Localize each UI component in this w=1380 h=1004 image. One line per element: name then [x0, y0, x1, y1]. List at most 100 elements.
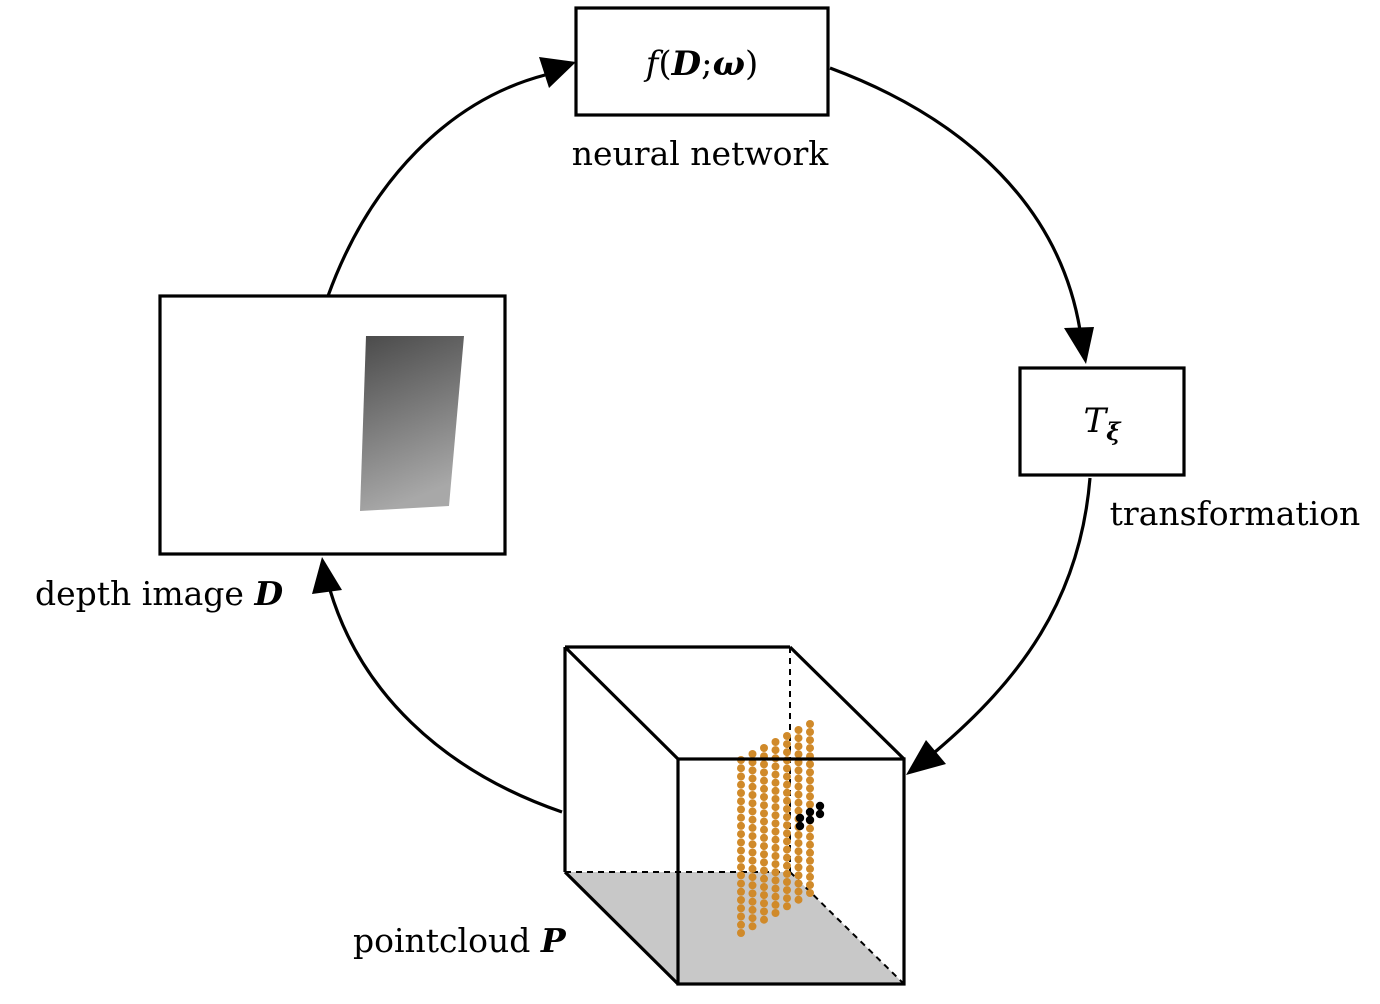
point — [737, 813, 745, 822]
point — [748, 823, 757, 832]
point — [771, 795, 780, 803]
point — [783, 780, 791, 789]
point — [771, 868, 780, 877]
formula-omega: ω — [713, 44, 745, 84]
point — [737, 896, 745, 904]
point — [794, 734, 803, 743]
point — [737, 805, 745, 814]
pointcloud-floor — [565, 872, 904, 984]
point — [806, 784, 814, 793]
point — [760, 915, 768, 924]
point — [783, 732, 791, 740]
point — [748, 815, 757, 824]
point — [737, 929, 745, 937]
point — [748, 848, 757, 857]
point — [760, 801, 768, 810]
depth-image-object — [360, 336, 464, 511]
point — [771, 835, 780, 844]
point — [783, 894, 791, 903]
pointcloud-node: pointcloud P — [353, 645, 906, 986]
point — [748, 774, 757, 783]
point — [760, 891, 768, 900]
point — [806, 872, 814, 881]
transformation-box — [1018, 366, 1186, 477]
point — [783, 869, 791, 878]
transformation-formula: Tξ — [1084, 401, 1123, 446]
point — [783, 861, 791, 870]
point — [783, 805, 791, 813]
transformation-label: transformation — [1110, 494, 1361, 533]
point — [771, 827, 780, 836]
point — [760, 874, 768, 883]
point — [748, 881, 757, 890]
point — [737, 780, 745, 789]
point — [748, 889, 757, 898]
point — [794, 782, 803, 791]
transformation-node: Tξ transformation — [1018, 366, 1361, 533]
cube-edge-top-left — [563, 645, 680, 761]
point — [771, 746, 780, 755]
point — [737, 871, 745, 880]
point — [737, 846, 745, 855]
point — [794, 742, 803, 751]
point — [760, 866, 768, 875]
point — [806, 848, 814, 857]
point — [760, 907, 768, 916]
formula-xi: ξ — [1106, 417, 1122, 446]
arrow-head-network — [539, 57, 576, 88]
point — [783, 878, 791, 886]
pointcloud-label-text: pointcloud — [353, 921, 541, 960]
point — [806, 800, 814, 809]
point — [794, 798, 803, 807]
point — [806, 824, 814, 833]
point — [737, 854, 745, 863]
arrow-pointcloud-to-depth — [328, 589, 563, 814]
point — [771, 770, 780, 779]
point — [748, 840, 757, 849]
network-node: f(D;ω) neural network — [572, 6, 830, 173]
point — [783, 837, 791, 846]
point — [737, 764, 745, 773]
point — [794, 774, 803, 783]
point — [760, 825, 768, 834]
point — [760, 883, 768, 891]
network-label: neural network — [572, 134, 829, 173]
depth-image-label: depth image D — [35, 574, 283, 613]
point — [794, 863, 803, 872]
point — [783, 821, 791, 830]
point — [806, 792, 814, 801]
point — [771, 738, 780, 746]
point — [771, 803, 780, 812]
point — [760, 833, 768, 842]
cube-front-face — [676, 757, 906, 986]
point — [760, 744, 768, 752]
depth-image-label-text: depth image — [35, 574, 254, 613]
point — [737, 863, 745, 872]
point — [760, 760, 768, 769]
point — [794, 871, 803, 880]
point — [771, 900, 780, 909]
point — [794, 806, 803, 815]
point — [748, 864, 757, 873]
point — [794, 855, 803, 864]
point — [794, 839, 803, 848]
formula-separator: ; — [701, 44, 712, 84]
point — [760, 842, 768, 851]
highlight-point — [795, 821, 805, 831]
formula-open-paren: ( — [658, 44, 671, 84]
point — [748, 782, 757, 791]
point — [737, 797, 745, 806]
point — [806, 864, 814, 873]
cube-edge-top-right — [788, 645, 906, 761]
highlight-point — [795, 813, 805, 823]
point — [783, 788, 791, 797]
point — [771, 786, 780, 795]
point — [760, 776, 768, 785]
point — [806, 832, 814, 841]
point — [748, 856, 757, 865]
arrow-transformation-to-pointcloud — [933, 477, 1092, 754]
arrow-head-pointcloud — [906, 740, 946, 775]
point — [771, 909, 780, 917]
point — [794, 766, 803, 775]
point — [760, 899, 768, 908]
